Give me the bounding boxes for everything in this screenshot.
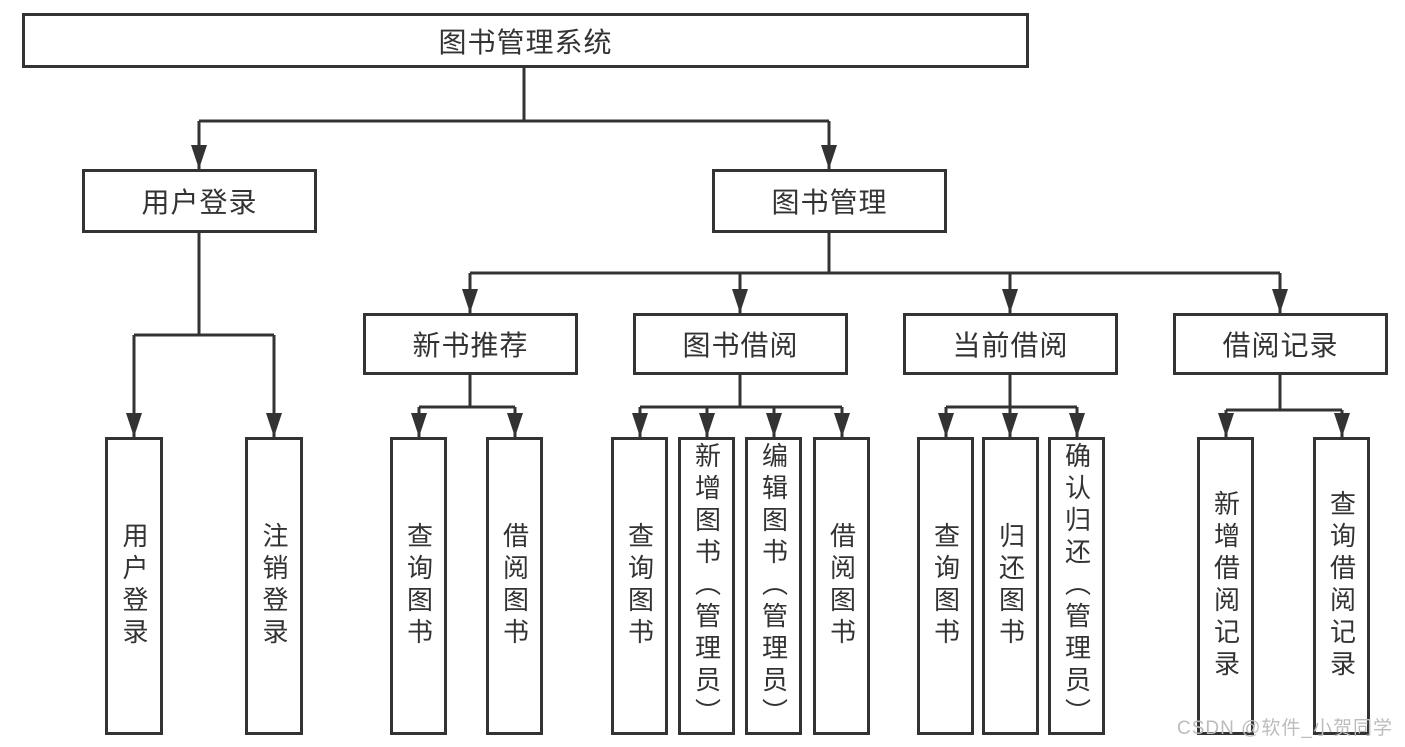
node-current-borrow-label: 当前借阅: [952, 330, 1069, 361]
leaf-borrow-book-recommend-label: 借阅图书: [499, 522, 530, 650]
leaf-add-book-admin: 新增图书（管理员）: [678, 437, 735, 735]
leaf-query-book-recommend-label: 查询图书: [403, 522, 434, 650]
node-borrow-record-label: 借阅记录: [1222, 330, 1339, 361]
leaf-query-book-current-label: 查询图书: [930, 522, 961, 650]
leaf-borrow-book: 借阅图书: [813, 437, 870, 735]
leaf-confirm-return-admin-label: 确认归还（管理员）: [1061, 442, 1092, 730]
connector-borrow-record-to-leaves: [1218, 375, 1350, 437]
node-book-mgmt-label: 图书管理: [771, 187, 888, 218]
leaf-edit-book-admin: 编辑图书（管理员）: [745, 437, 802, 735]
node-book-borrow: 图书借阅: [633, 313, 848, 375]
leaf-return-book-label: 归还图书: [995, 522, 1026, 650]
node-book-borrow-label: 图书借阅: [682, 330, 799, 361]
node-book-mgmt: 图书管理: [712, 169, 947, 233]
leaf-add-book-admin-label: 新增图书（管理员）: [691, 442, 722, 730]
leaf-borrow-book-recommend: 借阅图书: [486, 437, 543, 735]
leaf-query-book-current: 查询图书: [917, 437, 974, 735]
leaf-return-book: 归还图书: [982, 437, 1039, 735]
leaf-add-borrow-record-label: 新增借阅记录: [1210, 490, 1241, 682]
leaf-confirm-return-admin: 确认归还（管理员）: [1048, 437, 1105, 735]
leaf-query-book-borrow: 查询图书: [611, 437, 668, 735]
leaf-query-borrow-record-label: 查询借阅记录: [1326, 490, 1357, 682]
leaf-user-login-label: 用户登录: [119, 522, 149, 650]
node-new-book-recommend-label: 新书推荐: [412, 330, 529, 361]
leaf-user-login: 用户登录: [105, 437, 163, 735]
node-current-borrow: 当前借阅: [903, 313, 1118, 375]
leaf-add-borrow-record: 新增借阅记录: [1197, 437, 1254, 735]
leaf-query-borrow-record: 查询借阅记录: [1313, 437, 1370, 735]
node-borrow-record: 借阅记录: [1173, 313, 1388, 375]
leaf-borrow-book-label: 借阅图书: [826, 522, 857, 650]
node-user-login: 用户登录: [82, 169, 317, 233]
leaf-logout-label: 注销登录: [259, 522, 289, 650]
csdn-watermark: CSDN @软件_小贺同学: [1177, 718, 1393, 739]
connector-book-mgmt-to-level2: [462, 233, 1288, 313]
node-new-book-recommend: 新书推荐: [363, 313, 578, 375]
leaf-edit-book-admin-label: 编辑图书（管理员）: [758, 442, 789, 730]
leaf-query-book-borrow-label: 查询图书: [624, 522, 655, 650]
node-root-label: 图书管理系统: [438, 26, 613, 58]
connector-current-borrow-to-leaves: [938, 375, 1085, 437]
node-root: 图书管理系统: [22, 13, 1029, 68]
connector-book-borrow-to-leaves: [632, 375, 850, 437]
leaf-logout: 注销登录: [245, 437, 303, 735]
leaf-query-book-recommend: 查询图书: [390, 437, 447, 735]
connector-root-to-level1: [191, 68, 837, 169]
connector-user-login-to-leaves: [126, 233, 282, 437]
connector-new-book-recommend-to-leaves: [411, 375, 523, 437]
node-user-login-label: 用户登录: [141, 187, 258, 218]
